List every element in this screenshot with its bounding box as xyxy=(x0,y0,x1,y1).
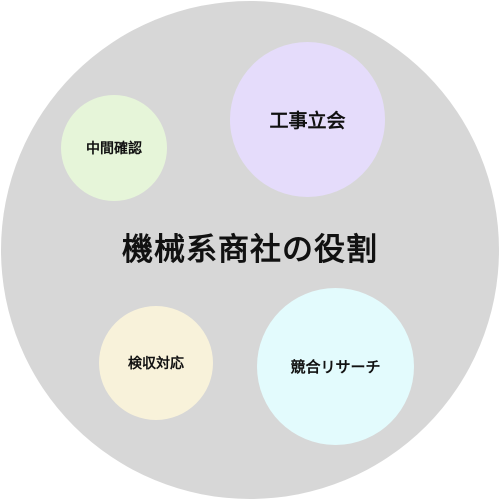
bubble-kenshu-taio: 検収対応 xyxy=(99,306,213,420)
bubble-chukan-kakunin: 中間確認 xyxy=(61,95,167,201)
bubble-label: 検収対応 xyxy=(128,356,184,372)
bubble-koji-tachiai: 工事立会 xyxy=(230,42,385,197)
bubble-kyogo-research: 競合リサーチ xyxy=(257,288,414,445)
diagram-title: 機械系商社の役割 xyxy=(122,232,378,268)
bubble-label: 競合リサーチ xyxy=(290,358,381,376)
bubble-label: 中間確認 xyxy=(86,141,142,157)
bubble-label: 工事立会 xyxy=(269,110,346,132)
